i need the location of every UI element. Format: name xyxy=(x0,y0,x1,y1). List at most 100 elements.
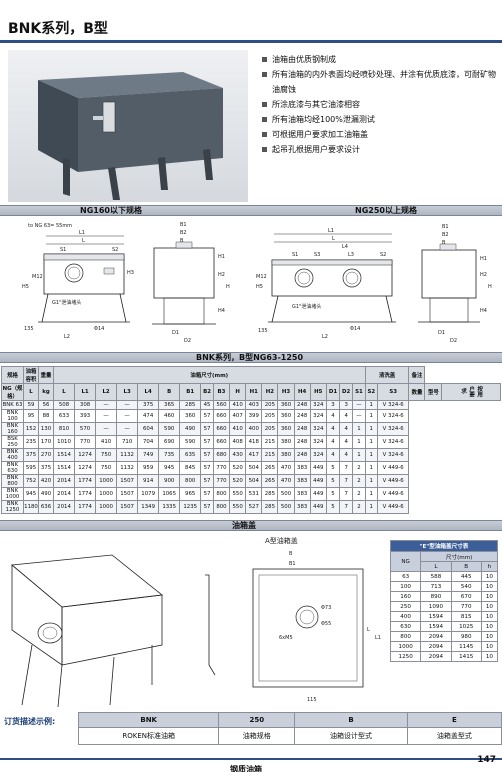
dim-L2: L2 xyxy=(64,334,70,340)
table-cell: 704 xyxy=(137,434,160,449)
table-cell: 590 xyxy=(158,421,181,436)
table-cell: 417 xyxy=(245,447,263,462)
table-cell: 660 xyxy=(212,408,231,423)
dim-H4: H4 xyxy=(480,308,487,314)
table-cell: 1415 xyxy=(450,651,482,662)
sub-D1: D1 xyxy=(325,383,341,401)
table-cell: 375 xyxy=(23,447,39,462)
table-cell: 504 xyxy=(245,460,263,475)
dim-phi14: Φ14 xyxy=(350,326,360,332)
sub-L2: L2 xyxy=(95,383,118,401)
table-cell: 527 xyxy=(245,499,263,514)
diagram-band: NG160以下规格 NG250以上规格 xyxy=(0,205,502,216)
table-cell: 504 xyxy=(245,473,263,488)
table-cell: 810 xyxy=(52,421,76,436)
table-cell: 1 xyxy=(364,486,378,501)
table-cell: 531 xyxy=(245,486,263,501)
spec-table-title: BNK系列，B型NG63-1250 xyxy=(196,353,304,362)
table-cell: 408 xyxy=(229,434,247,449)
table-cell: 10 xyxy=(480,571,499,582)
table-cell: 636 xyxy=(38,499,54,514)
dim-B1: B1 xyxy=(442,224,449,230)
table-cell: 1132 xyxy=(116,460,139,475)
table-cell: 4 xyxy=(339,408,354,423)
cell-model: BNK 1000 xyxy=(1,486,24,501)
right-diagram-title: NG250以上规格 xyxy=(355,206,417,215)
table-cell: 10 xyxy=(480,621,499,632)
table-cell: 205 xyxy=(261,408,279,423)
order-code: BNK xyxy=(77,712,220,728)
table-cell: 1 xyxy=(364,434,378,449)
table-cell: 815 xyxy=(450,611,482,622)
dim-H: H xyxy=(488,284,492,290)
dim-B2: B2 xyxy=(180,230,187,236)
lid-dim-L1: L1 xyxy=(375,635,381,641)
table-cell: 410 xyxy=(229,400,247,410)
sub-type: 型号 xyxy=(424,383,443,401)
table-cell: 2014 xyxy=(52,473,76,488)
sub-S1: S1 xyxy=(352,383,366,401)
table-cell: 10 xyxy=(480,601,499,612)
table-cell: 959 xyxy=(137,460,160,475)
dim-S1: S1 xyxy=(292,252,298,258)
table-cell: 800 xyxy=(389,631,422,642)
table-cell: 1000 xyxy=(389,641,422,652)
sub-S2: S2 xyxy=(364,383,378,401)
table-cell: 2014 xyxy=(52,499,76,514)
table-cell: — xyxy=(95,400,118,410)
table-cell: 1774 xyxy=(74,473,97,488)
table-cell: 890 xyxy=(420,591,452,602)
table-cell: 474 xyxy=(137,408,160,423)
table-cell: 324 xyxy=(309,408,327,423)
sub-H5: H5 xyxy=(309,383,327,401)
cell-model: BNK 63 xyxy=(1,400,24,410)
table-cell: 1180 xyxy=(23,499,39,514)
spec-table: 规格 油箱容积 重量 油箱尺寸(mm) 清洗盖 备注 NG（规格） L kg L… xyxy=(1,366,501,514)
table-cell: 2094 xyxy=(420,641,452,652)
dim-H5: H5 xyxy=(22,284,29,290)
lid-dim-L: L xyxy=(367,627,370,633)
feature-item: 所涂底漆与其它油漆相容 xyxy=(262,97,498,112)
order-code: 250 xyxy=(218,712,296,728)
table-cell: 980 xyxy=(450,631,482,642)
order-desc: 油箱规格 xyxy=(218,727,296,745)
table-cell: 449 xyxy=(309,486,327,501)
table-cell: 1507 xyxy=(116,473,139,488)
lid-dim-115: 115 xyxy=(307,697,317,703)
table-cell: 57 xyxy=(200,408,214,423)
table-cell: 393 xyxy=(74,408,97,423)
table-cell: 410 xyxy=(229,421,247,436)
table-cell: 900 xyxy=(158,473,181,488)
header: BNK系列，B型 xyxy=(0,0,502,44)
table-cell: 735 xyxy=(158,447,181,462)
table-cell: 248 xyxy=(293,400,311,410)
product-photo xyxy=(8,50,248,202)
table-cell: 752 xyxy=(23,473,39,488)
table-cell: 4 xyxy=(325,447,341,462)
table-cell: 4 xyxy=(325,408,341,423)
table-cell: 2014 xyxy=(52,486,76,501)
sub-kg: kg xyxy=(38,383,54,401)
cell-model: BNK 160 xyxy=(1,421,24,436)
table-cell: 324 xyxy=(309,434,327,449)
table-cell: 5 xyxy=(325,499,341,514)
table-cell: 713 xyxy=(420,581,452,592)
spec-header-row: 规格 油箱容积 重量 油箱尺寸(mm) 清洗盖 备注 xyxy=(1,366,501,384)
dim-135: 135 xyxy=(258,328,268,334)
table-cell: 365 xyxy=(158,400,181,410)
table-cell: 205 xyxy=(261,421,279,436)
dim-L: L xyxy=(332,236,335,242)
table-cell: — xyxy=(95,421,118,436)
table-cell: 285 xyxy=(261,499,279,514)
table-cell: 7 xyxy=(339,499,354,514)
table-cell: 88 xyxy=(38,408,54,423)
sub-B: B xyxy=(158,383,181,401)
lid-band-title: 油箱盖 xyxy=(232,521,256,530)
col-remarks: 备注 xyxy=(408,366,426,384)
